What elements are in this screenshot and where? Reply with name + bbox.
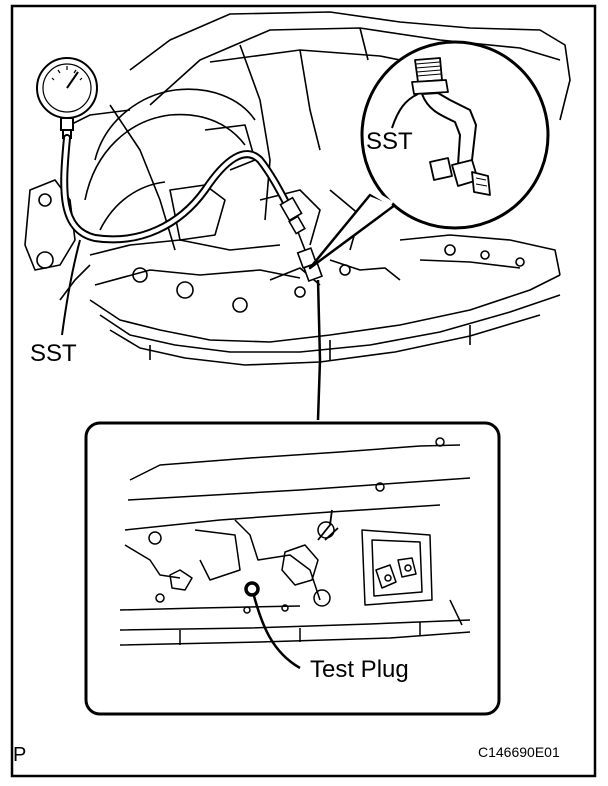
hose-fitting (279, 196, 323, 282)
sst-label-right: SST (366, 128, 413, 155)
detail-inset-box (84, 421, 501, 716)
test-plug-label: Test Plug (310, 656, 409, 683)
test-plug-leader (252, 595, 301, 670)
sst-callout (308, 40, 550, 270)
test-plug-icon (244, 581, 260, 597)
sst-adapter-icon (411, 57, 491, 196)
page-letter: P (13, 744, 27, 766)
sst-left-leader (61, 239, 81, 336)
detail-leader (316, 279, 322, 421)
gauge-hose (60, 134, 294, 244)
pressure-gauge-icon (36, 57, 98, 139)
sst-right-leader (391, 93, 419, 129)
figure-code: C146690E01 (478, 744, 560, 760)
transmission-illustration (24, 11, 571, 366)
detail-inset-drawing (119, 437, 471, 646)
sst-label-left: SST (30, 340, 77, 367)
